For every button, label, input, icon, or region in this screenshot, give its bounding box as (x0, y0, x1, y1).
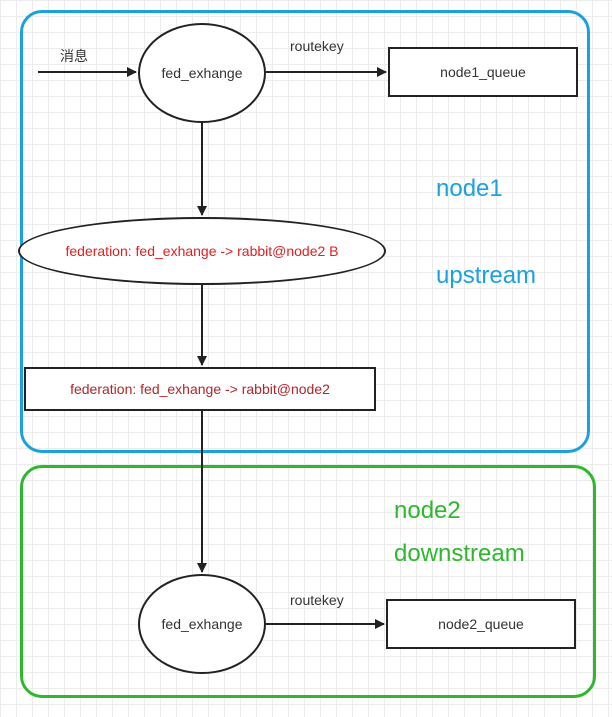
downstream-role-label: downstream (394, 540, 525, 567)
federation-queue-box: federation: fed_exhange -> rabbit@node2 (24, 367, 376, 411)
upstream-node-name: node1 (436, 175, 503, 202)
federation-link-node: federation: fed_exhange -> rabbit@node2 … (18, 217, 386, 285)
downstream-exchange-node: fed_exhange (138, 574, 266, 674)
upstream-routing-key-label: routekey (290, 38, 344, 54)
upstream-exchange-node: fed_exhange (138, 23, 266, 123)
message-label: 消息 (60, 48, 88, 64)
upstream-node-boundary (20, 10, 590, 453)
downstream-routing-key-label: routekey (290, 592, 344, 608)
downstream-node-boundary (20, 465, 596, 698)
downstream-node-name: node2 (394, 497, 461, 524)
node1-queue-box: node1_queue (388, 47, 578, 97)
node2-queue-box: node2_queue (386, 599, 576, 649)
upstream-role-label: upstream (436, 262, 537, 289)
